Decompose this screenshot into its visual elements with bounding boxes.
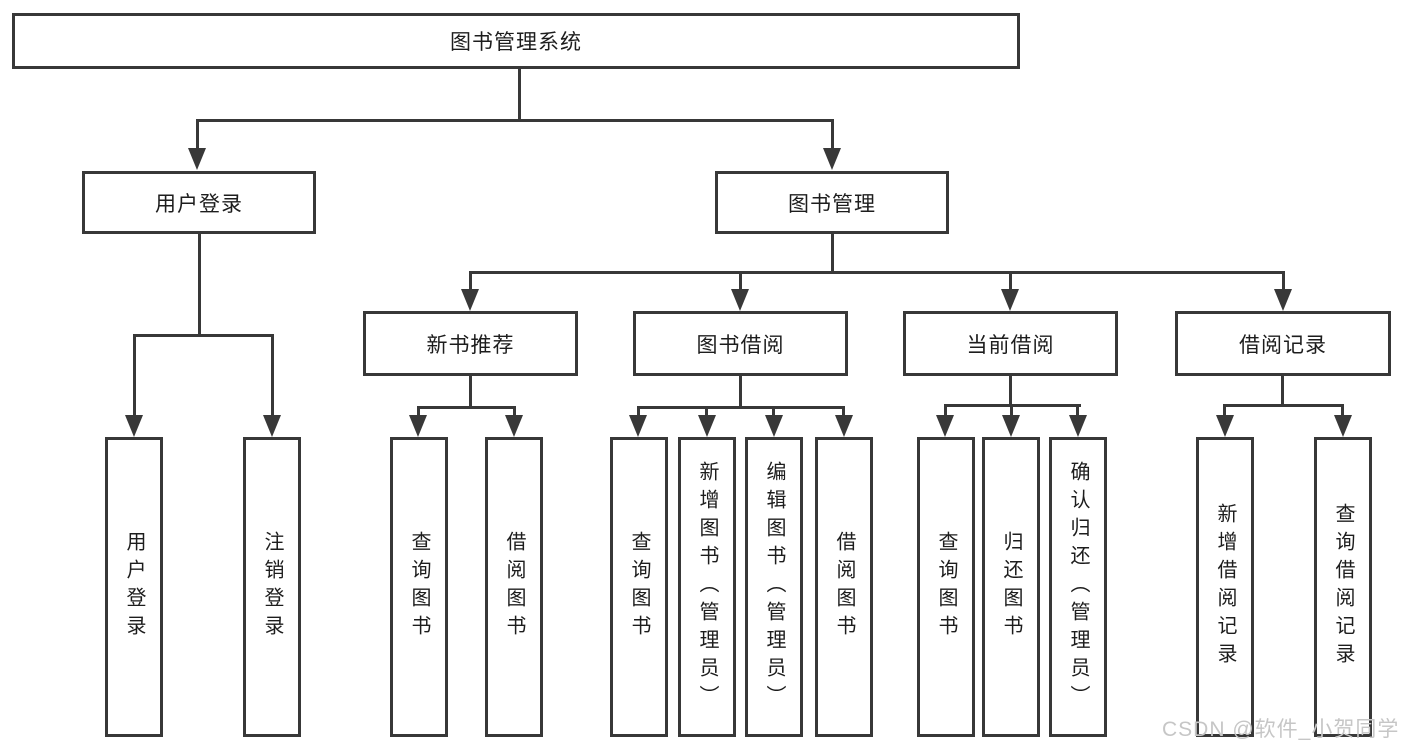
arrow-down-icon [1069, 415, 1087, 437]
arrow-down-icon [698, 415, 716, 437]
leaf-recommend-query-book-label: 查询图书 [408, 531, 430, 643]
node-book-management-label: 图书管理 [788, 192, 876, 216]
connector-to-leaf-line [772, 406, 775, 417]
connector-root-hline [196, 119, 834, 122]
connector-recommend-hline [417, 406, 516, 409]
connector-borrow-records-hline [1223, 404, 1344, 407]
connector-to-module-line [739, 271, 742, 291]
connector-to-user-login-line [196, 119, 199, 150]
connector-to-leaf-line [1341, 404, 1344, 417]
leaf-borrow-edit-book-label: 编辑图书（管理员） [763, 461, 785, 713]
leaf-current-return-book: 归还图书 [982, 437, 1040, 737]
connector-to-leaf-line [513, 406, 516, 417]
leaf-borrow-add-book: 新增图书（管理员） [678, 437, 736, 737]
connector-book-management-hline [469, 271, 1285, 274]
leaf-recommend-query-book: 查询图书 [390, 437, 448, 737]
connector-to-leaf-line [1076, 404, 1079, 417]
connector-to-leaf-line [133, 334, 136, 417]
connector-recommend-stub [469, 376, 472, 409]
watermark: CSDN @软件_小贺同学 [1162, 718, 1400, 741]
leaf-records-add-record-label: 新增借阅记录 [1214, 503, 1236, 671]
leaf-user-login: 用户登录 [105, 437, 163, 737]
arrow-down-icon [765, 415, 783, 437]
connector-user-login-hline [133, 334, 274, 337]
arrow-down-icon [629, 415, 647, 437]
node-book-management: 图书管理 [715, 171, 949, 234]
connector-to-leaf-line [1223, 404, 1226, 417]
connector-to-leaf-line [1010, 404, 1013, 417]
connector-borrow-records-stub [1281, 376, 1284, 407]
leaf-current-return-book-label: 归还图书 [1000, 531, 1022, 643]
leaf-recommend-borrow-book: 借阅图书 [485, 437, 543, 737]
leaf-records-add-record: 新增借阅记录 [1196, 437, 1254, 737]
connector-book-borrow-stub [739, 376, 742, 409]
node-borrow-records-label: 借阅记录 [1239, 333, 1327, 357]
node-current-borrow: 当前借阅 [903, 311, 1118, 376]
connector-to-leaf-line [271, 334, 274, 417]
arrow-down-icon [409, 415, 427, 437]
connector-to-leaf-line [637, 406, 640, 417]
leaf-recommend-borrow-book-label: 借阅图书 [503, 531, 525, 643]
connector-to-module-line [1009, 271, 1012, 291]
leaf-current-query-book: 查询图书 [917, 437, 975, 737]
arrow-down-icon [263, 415, 281, 437]
connector-to-leaf-line [705, 406, 708, 417]
connector-book-borrow-hline [637, 406, 845, 409]
connector-to-leaf-line [417, 406, 420, 417]
arrow-down-icon [1274, 289, 1292, 311]
node-user-login-label: 用户登录 [155, 192, 243, 216]
leaf-borrow-add-book-label: 新增图书（管理员） [696, 461, 718, 713]
node-current-borrow-label: 当前借阅 [966, 333, 1055, 357]
connector-to-module-line [469, 271, 472, 291]
arrow-down-icon [835, 415, 853, 437]
connector-root-stub [518, 68, 521, 120]
node-book-borrow: 图书借阅 [633, 311, 848, 376]
leaf-user-login-label: 用户登录 [123, 531, 145, 643]
arrow-down-icon [936, 415, 954, 437]
leaf-current-confirm-return: 确认归还（管理员） [1049, 437, 1107, 737]
connector-to-book-management-line [831, 119, 834, 150]
connector-to-leaf-line [944, 404, 947, 417]
node-root: 图书管理系统 [12, 13, 1020, 69]
arrow-down-icon [1216, 415, 1234, 437]
leaf-borrow-query-book-label: 查询图书 [628, 531, 650, 643]
leaf-borrow-borrow-book-label: 借阅图书 [833, 531, 855, 643]
arrow-down-icon [461, 289, 479, 311]
arrow-down-icon [1001, 289, 1019, 311]
node-book-borrow-label: 图书借阅 [696, 333, 785, 357]
arrow-down-icon [731, 289, 749, 311]
leaf-borrow-edit-book: 编辑图书（管理员） [745, 437, 803, 737]
connector-to-module-line [1282, 271, 1285, 291]
leaf-current-query-book-label: 查询图书 [935, 531, 957, 643]
leaf-logout-label: 注销登录 [261, 531, 283, 643]
connector-to-leaf-line [842, 406, 845, 417]
connector-book-management-stub [831, 234, 834, 274]
node-user-login: 用户登录 [82, 171, 316, 234]
leaf-records-query-record-label: 查询借阅记录 [1332, 503, 1354, 671]
connector-user-login-stub [198, 234, 201, 337]
leaf-current-confirm-return-label: 确认归还（管理员） [1067, 461, 1089, 713]
arrow-down-icon [823, 148, 841, 170]
leaf-borrow-query-book: 查询图书 [610, 437, 668, 737]
arrow-down-icon [1334, 415, 1352, 437]
arrow-down-icon [125, 415, 143, 437]
node-root-label: 图书管理系统 [450, 31, 582, 54]
connector-current-borrow-stub [1009, 376, 1012, 407]
node-borrow-records: 借阅记录 [1175, 311, 1391, 376]
arrow-down-icon [505, 415, 523, 437]
arrow-down-icon [188, 148, 206, 170]
node-new-book-recommend-label: 新书推荐 [426, 333, 515, 357]
node-new-book-recommend: 新书推荐 [363, 311, 578, 376]
leaf-borrow-borrow-book: 借阅图书 [815, 437, 873, 737]
arrow-down-icon [1002, 415, 1020, 437]
leaf-logout: 注销登录 [243, 437, 301, 737]
leaf-records-query-record: 查询借阅记录 [1314, 437, 1372, 737]
